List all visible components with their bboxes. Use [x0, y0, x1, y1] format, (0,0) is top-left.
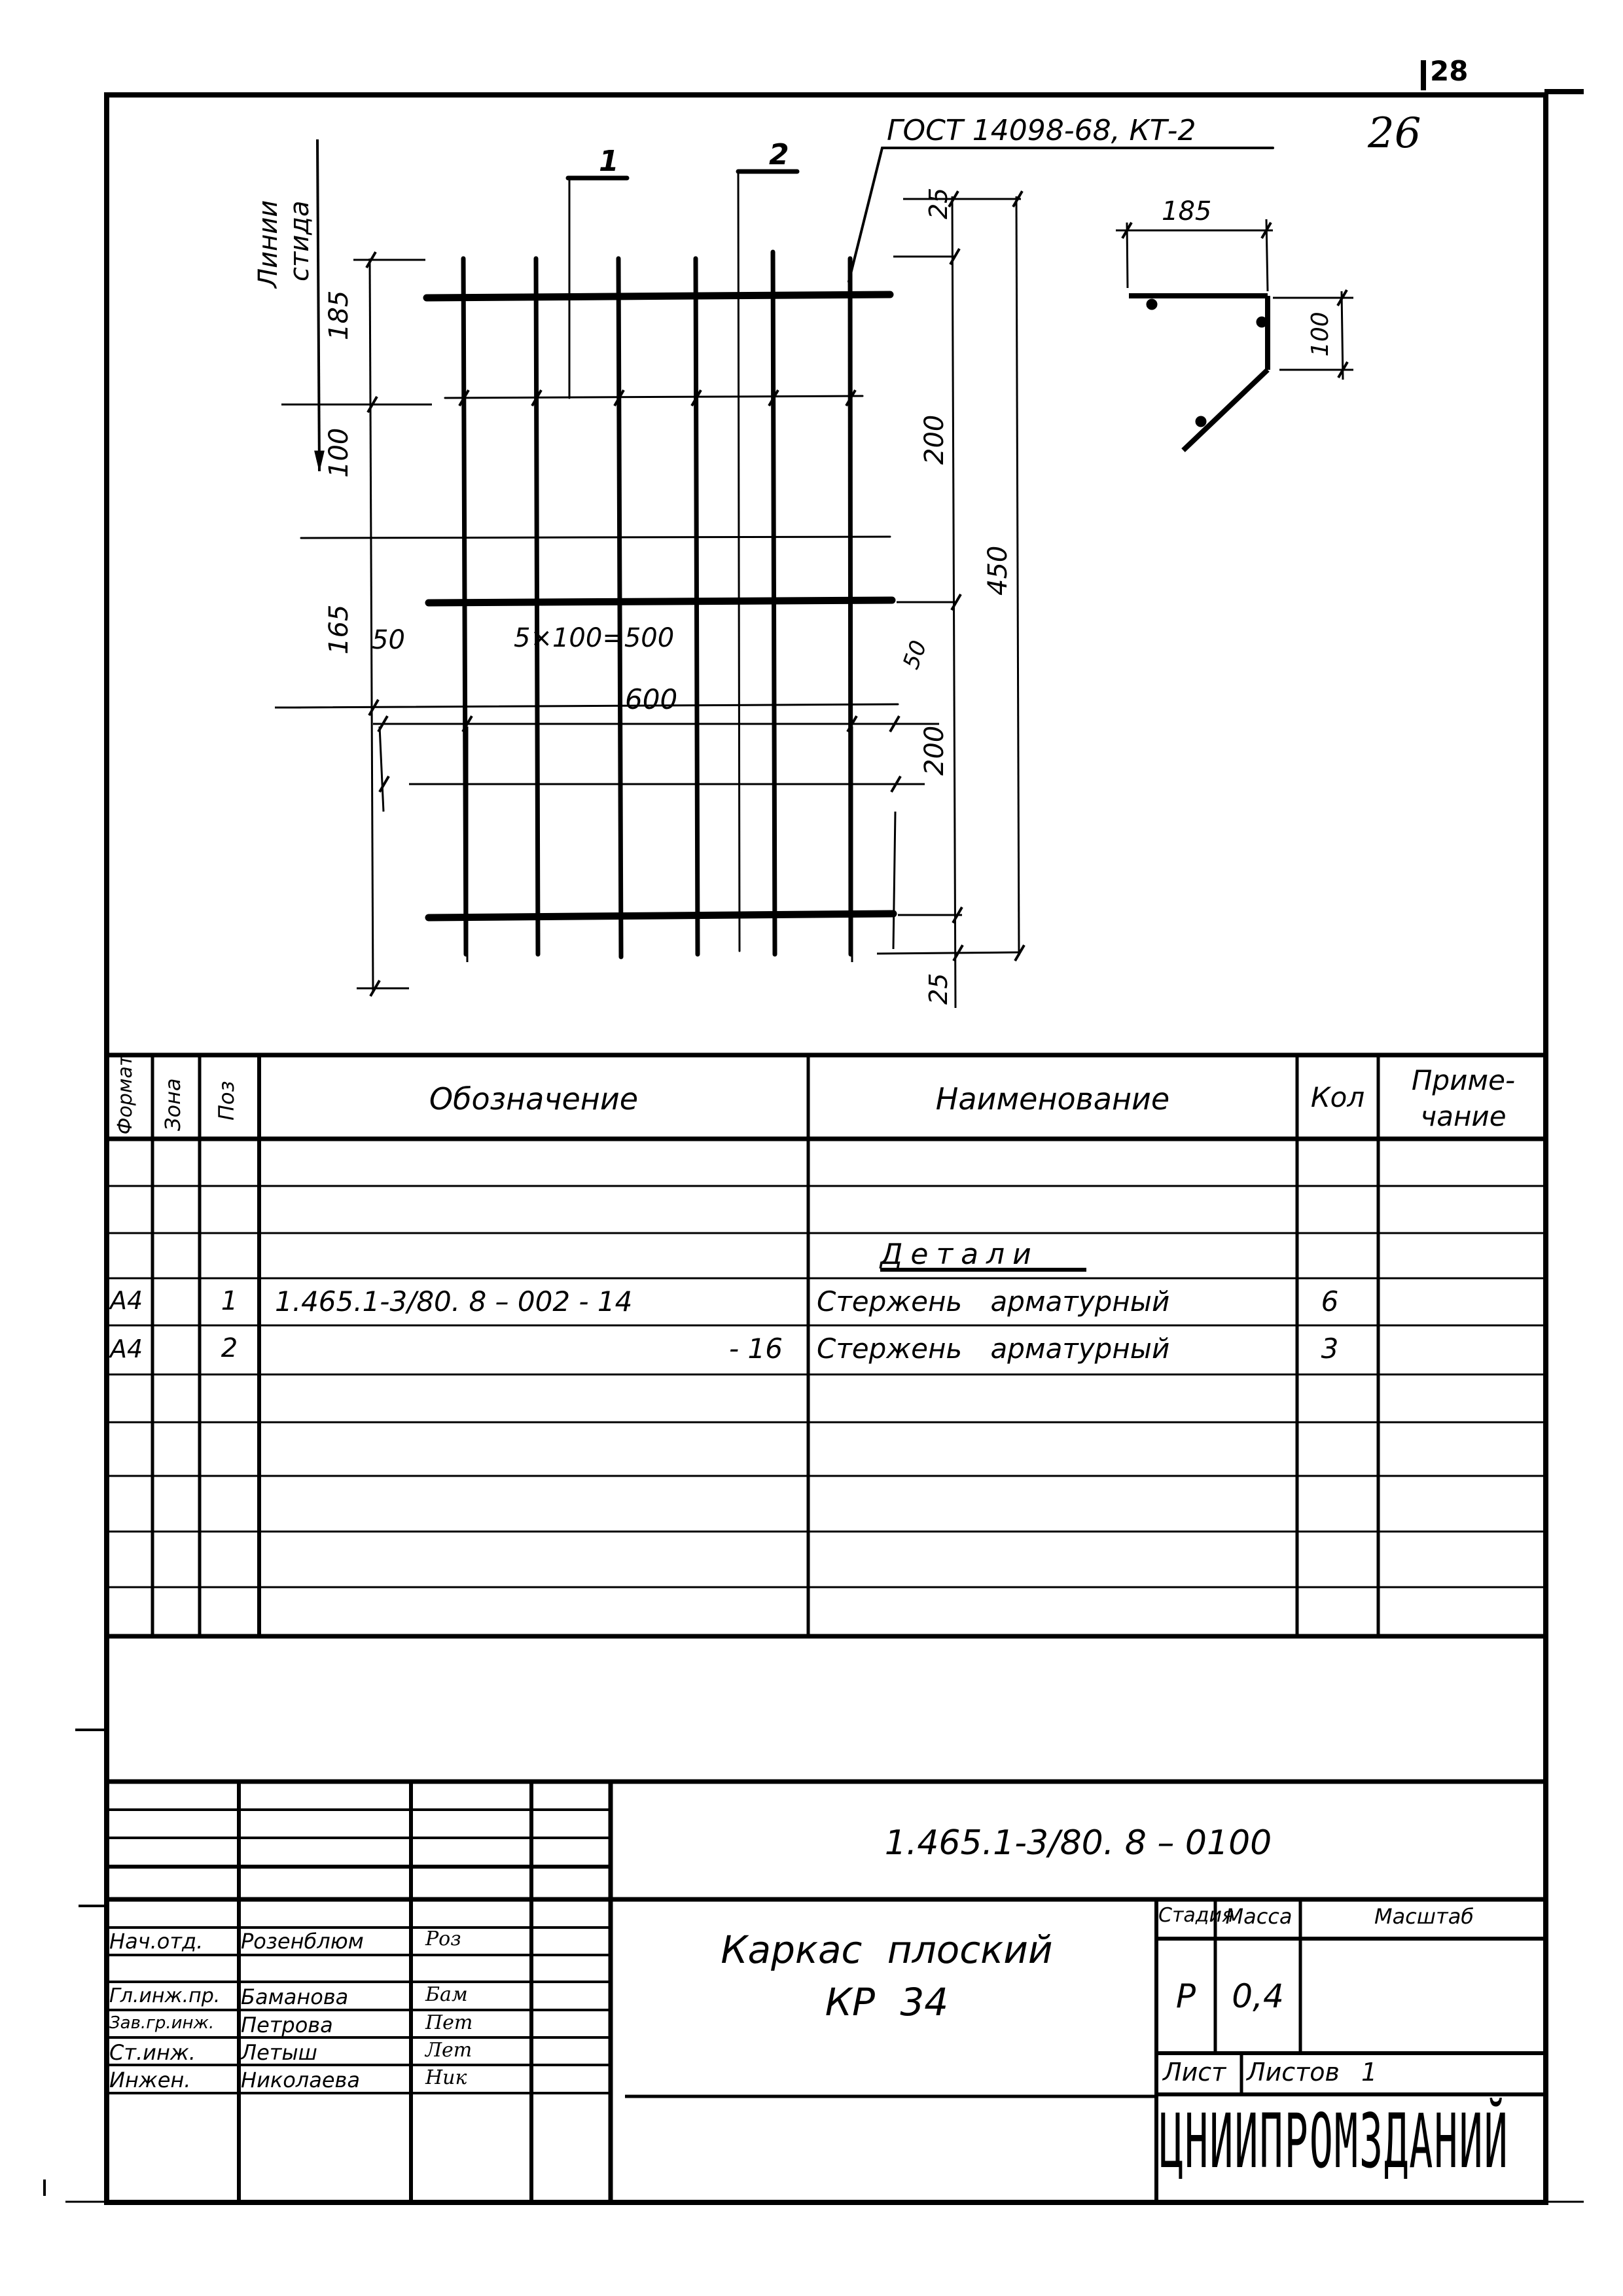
title-block-grid — [107, 1779, 1546, 2202]
dim-left-165: 165 — [324, 604, 354, 655]
stage-label: Стадия — [1158, 1904, 1234, 1927]
row-pos: 1 — [221, 1286, 238, 1316]
signature-role: Нач.отд. — [109, 1929, 204, 1954]
row-format: А4 — [110, 1286, 143, 1315]
signature-mark: Ник — [425, 2066, 467, 2089]
bend-dim-185: 185 — [1162, 196, 1212, 226]
signature-role: Инжен. — [109, 2068, 191, 2092]
handwritten-page-number: 26 — [1368, 109, 1421, 158]
dim-bottom-50-left: 50 — [372, 625, 405, 655]
header-name: Наименование — [935, 1081, 1170, 1117]
mass-label: Масса — [1225, 1904, 1293, 1929]
signature-role: Гл.инж.пр. — [109, 1984, 221, 2007]
header-note-line2: чание — [1420, 1100, 1507, 1132]
row-qty: 6 — [1321, 1285, 1339, 1318]
scale-label: Масштаб — [1374, 1904, 1474, 1929]
signature-mark: Бам — [425, 1983, 468, 2006]
stand-line-label-2: стида — [285, 200, 315, 281]
header-designation: Обозначение — [429, 1081, 639, 1117]
header-qty: Кол — [1310, 1081, 1365, 1113]
spec-table-grid — [107, 1052, 1546, 1639]
signature-name: Петрова — [241, 2013, 333, 2037]
sheets-value: 1 — [1361, 2058, 1378, 2087]
signature-name: Баманова — [241, 1984, 349, 2009]
stand-line-label-1: Линии — [253, 200, 283, 288]
product-name-line2: КР 34 — [825, 1980, 949, 2024]
row-name: Стержень арматурный — [817, 1333, 1170, 1365]
dim-bottom-span: 5×100=500 — [514, 623, 675, 653]
signature-name: Розенблюм — [241, 1929, 364, 1954]
document-code: 1.465.1-3/80. 8 – 0100 — [884, 1823, 1272, 1863]
product-name-line1: Каркас плоский — [721, 1928, 1053, 1972]
dim-overall-450: 450 — [983, 545, 1013, 596]
header-pos: Поз — [214, 1081, 239, 1121]
row-format: А4 — [110, 1335, 143, 1363]
leader-pos-1: 1 — [599, 145, 619, 178]
dim-overall-600: 600 — [625, 683, 678, 715]
signature-mark: Роз — [425, 1928, 461, 1950]
signature-mark: Пет — [425, 2011, 473, 2034]
signature-name: Летыш — [241, 2040, 317, 2065]
row-qty: 3 — [1321, 1333, 1339, 1365]
stage-value: Р — [1175, 1977, 1196, 2015]
dim-left-100: 100 — [324, 427, 354, 478]
header-note-line1: Приме- — [1411, 1064, 1516, 1096]
rebar-grid — [293, 147, 1274, 960]
sheet-label: Лист — [1163, 2058, 1226, 2087]
signature-mark: Лет — [425, 2039, 473, 2062]
bend-detail-drawing — [1116, 219, 1353, 452]
sheets-label: Листов — [1247, 2058, 1340, 2087]
dim-left-185: 185 — [324, 290, 354, 340]
signature-role: Зав.гр.инж. — [109, 2013, 215, 2033]
row-pos: 2 — [221, 1333, 238, 1363]
dim-right-25-bottom: 25 — [924, 973, 953, 1005]
mass-value: 0,4 — [1232, 1977, 1284, 2015]
dim-right-25-top: 25 — [924, 187, 953, 219]
header-zone: Зона — [160, 1078, 185, 1131]
leader-pos-2: 2 — [769, 138, 789, 171]
organization-stamp: ЦНИИПРОМЗДАНИЙ — [1160, 2098, 1509, 2186]
dim-right-200-bottom: 200 — [919, 725, 950, 776]
sheet-frame — [104, 92, 1548, 2205]
row-name: Стержень арматурный — [817, 1285, 1170, 1318]
signature-role: Ст.инж. — [109, 2040, 196, 2065]
signature-name: Николаева — [241, 2068, 360, 2092]
corner-page-number: 28 — [1430, 55, 1469, 87]
row-designation: - 16 — [729, 1333, 783, 1365]
dim-right-200-top: 200 — [919, 414, 950, 465]
gost-label: ГОСТ 14098-68, КТ-2 — [887, 114, 1196, 147]
dimension-lines — [275, 139, 1026, 1009]
header-format: Формат — [114, 1054, 137, 1135]
section-title-details: Детали — [880, 1238, 1039, 1271]
row-designation: 1.465.1-3/80. 8 – 002 - 14 — [275, 1285, 633, 1318]
bend-dim-100: 100 — [1307, 312, 1334, 357]
